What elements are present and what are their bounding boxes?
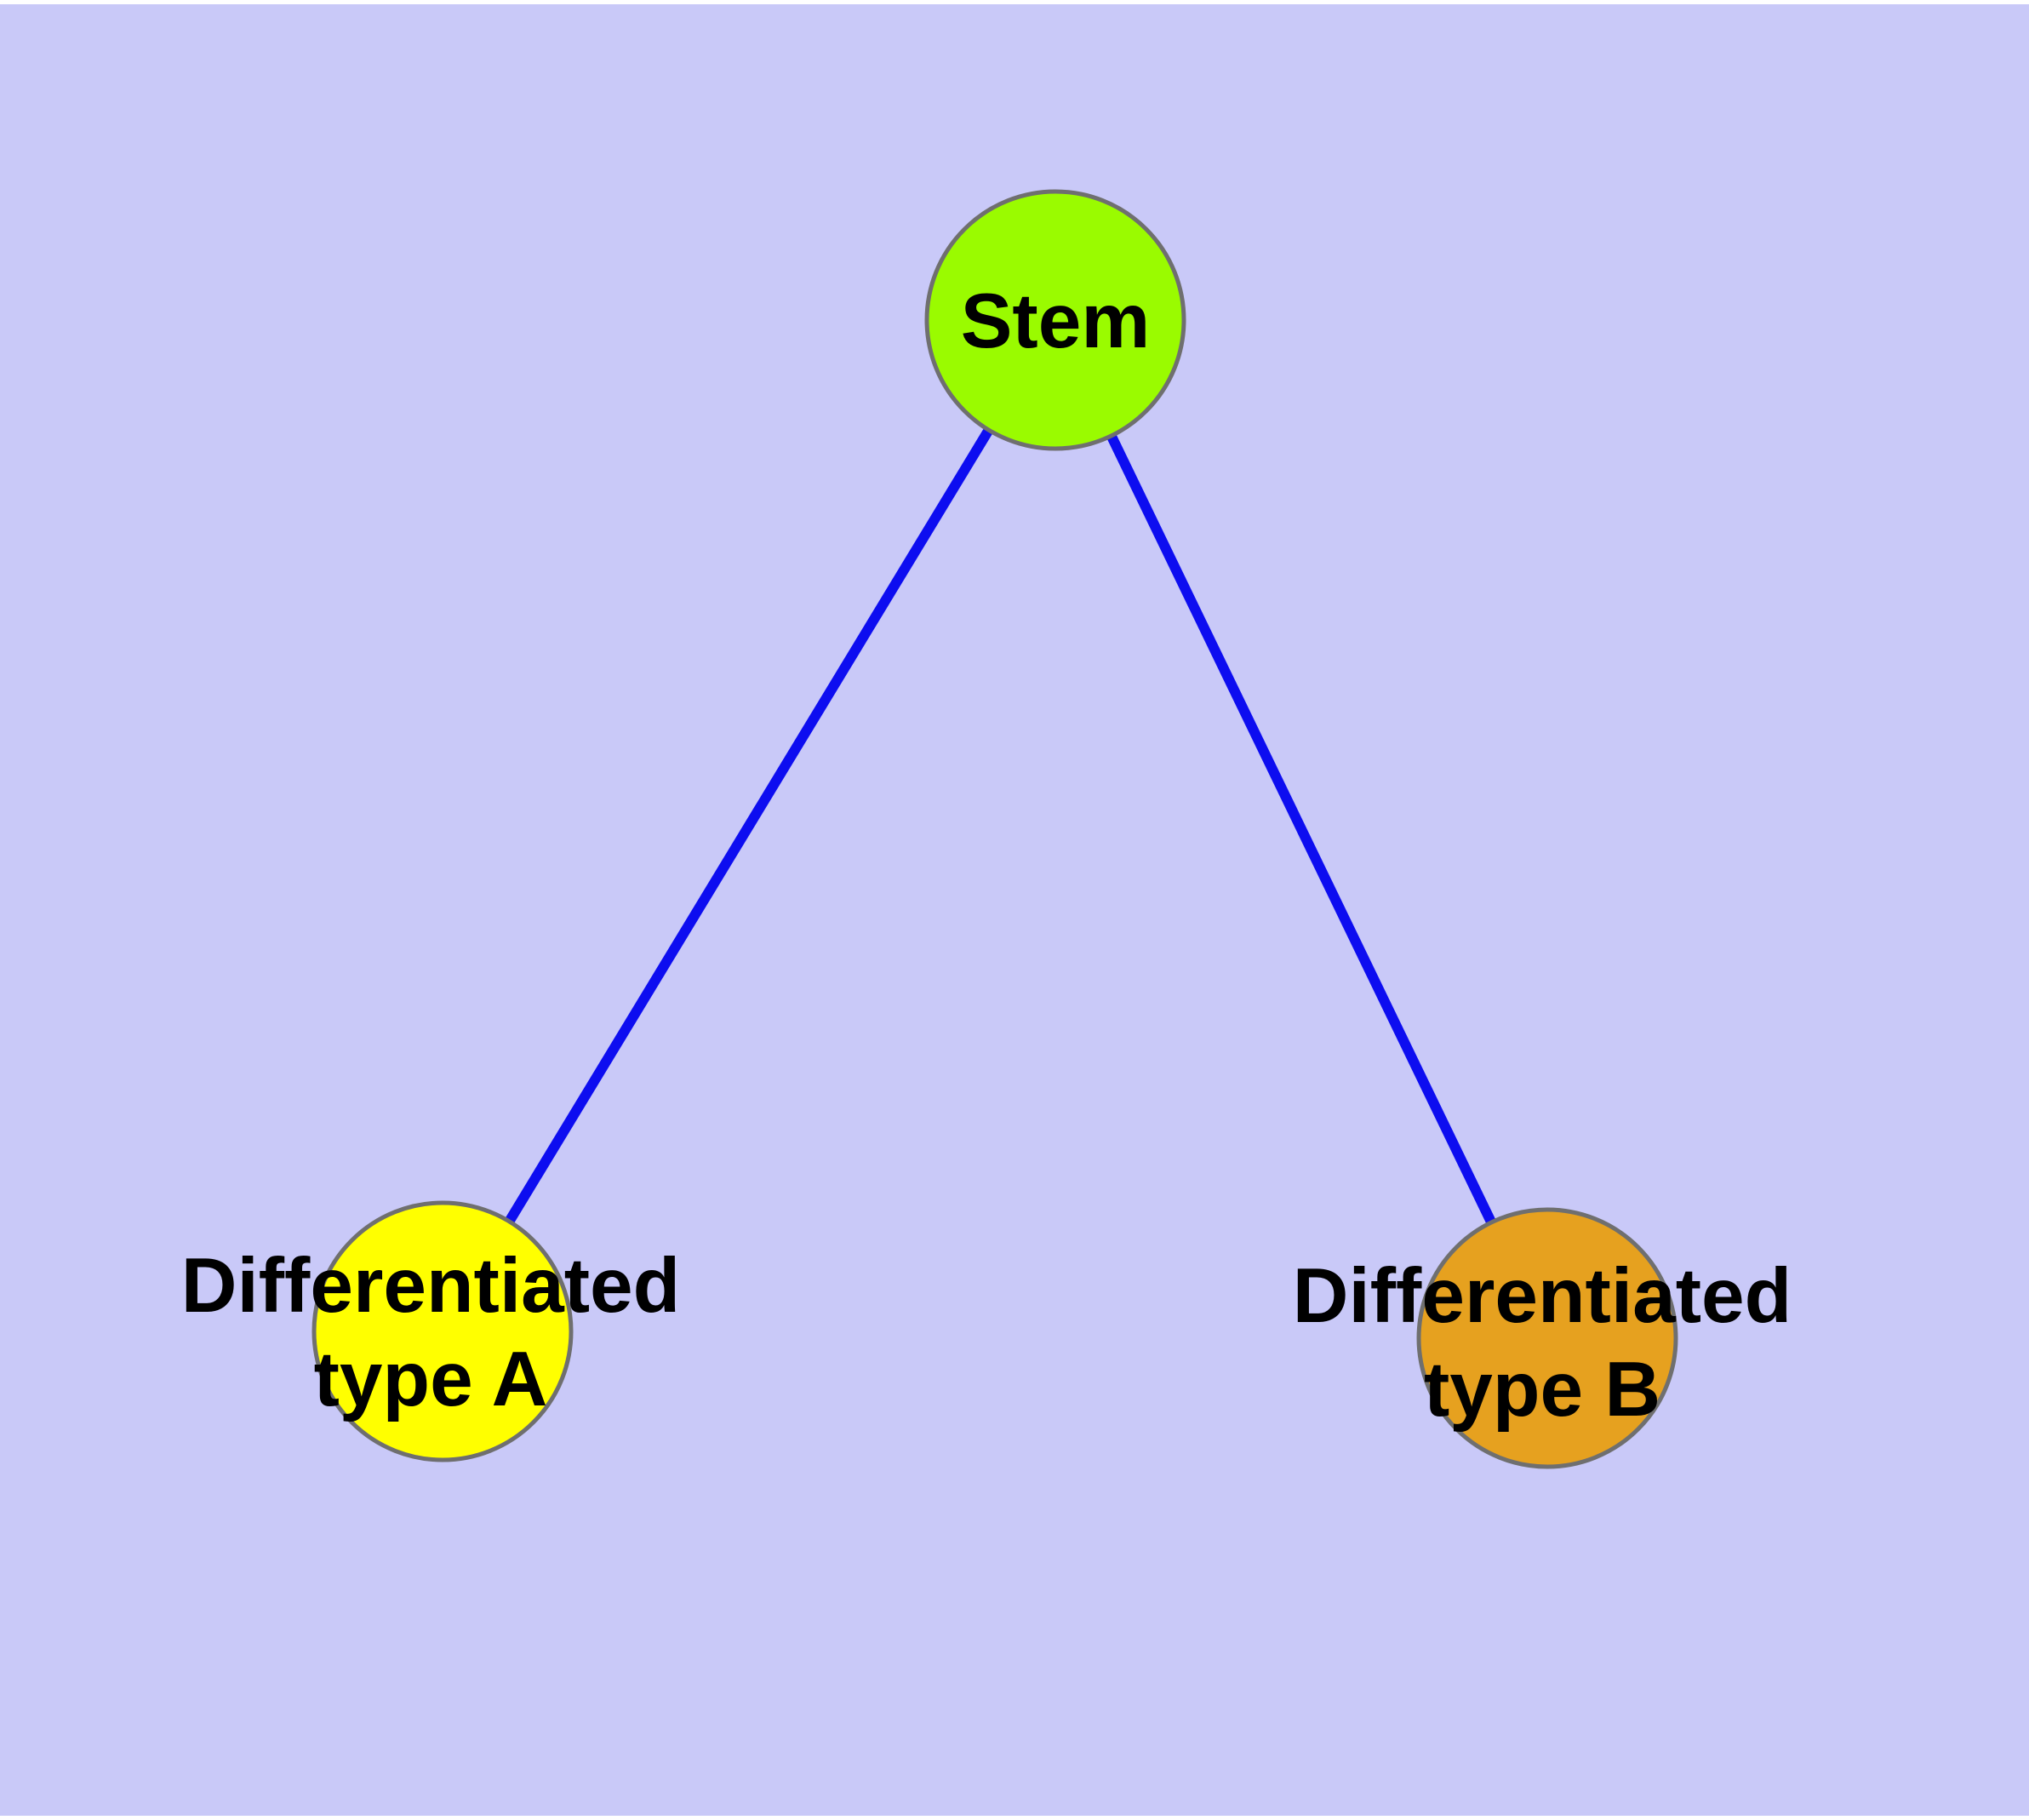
node-type-a-label: Differentiated type A	[180, 1243, 681, 1422]
edge-stem-to-type-a	[437, 317, 1060, 1335]
node-type-b-label: Differentiated type B	[1292, 1253, 1792, 1433]
node-stem-label: Stem	[960, 278, 1151, 364]
node-type-a	[311, 1200, 574, 1462]
node-stem	[924, 189, 1186, 451]
edge-stem-to-type-b	[1050, 318, 1552, 1341]
node-type-b	[1416, 1207, 1678, 1469]
